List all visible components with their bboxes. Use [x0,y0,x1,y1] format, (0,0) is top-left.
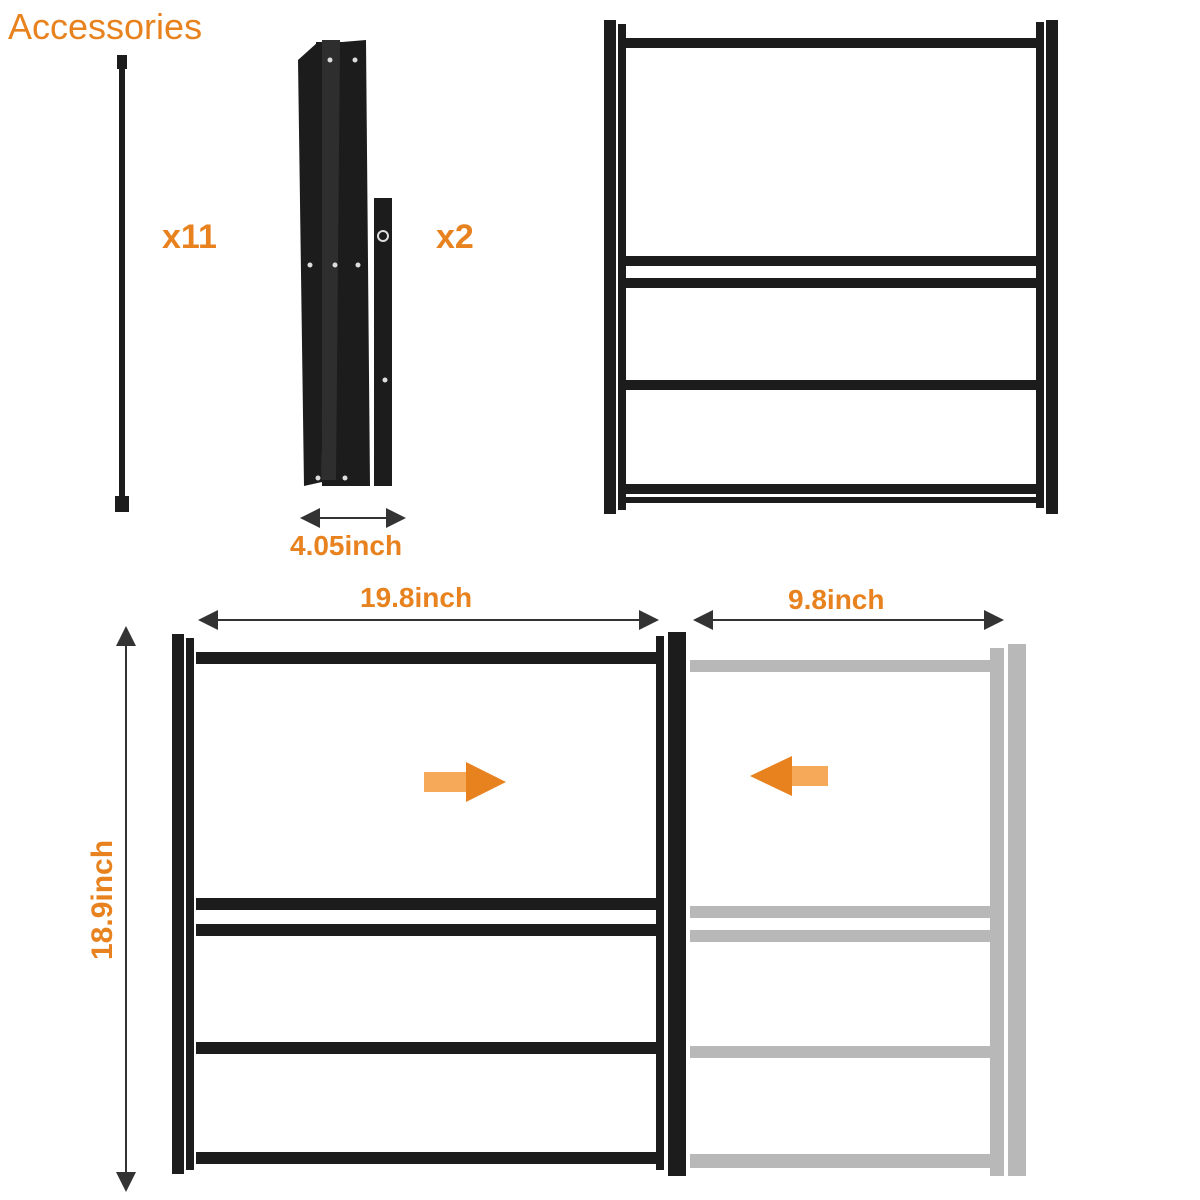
extension-panel-ghost [690,644,1026,1176]
extended-gate-main [172,632,686,1176]
arrow-right-icon [424,762,506,802]
accessories-title: Accessories [8,6,203,47]
total-width-label: 19.8inch [360,582,473,613]
rod-count-label: x11 [162,218,217,256]
extension-width-label: 9.8inch [788,584,885,615]
assembled-gate [604,20,1058,514]
arrow-left-icon [750,756,828,796]
frame-count-label: x2 [436,218,474,256]
folded-width-label: 4.05inch [290,530,403,561]
rod-accessory [115,55,129,512]
folded-frame-panels [298,40,392,486]
